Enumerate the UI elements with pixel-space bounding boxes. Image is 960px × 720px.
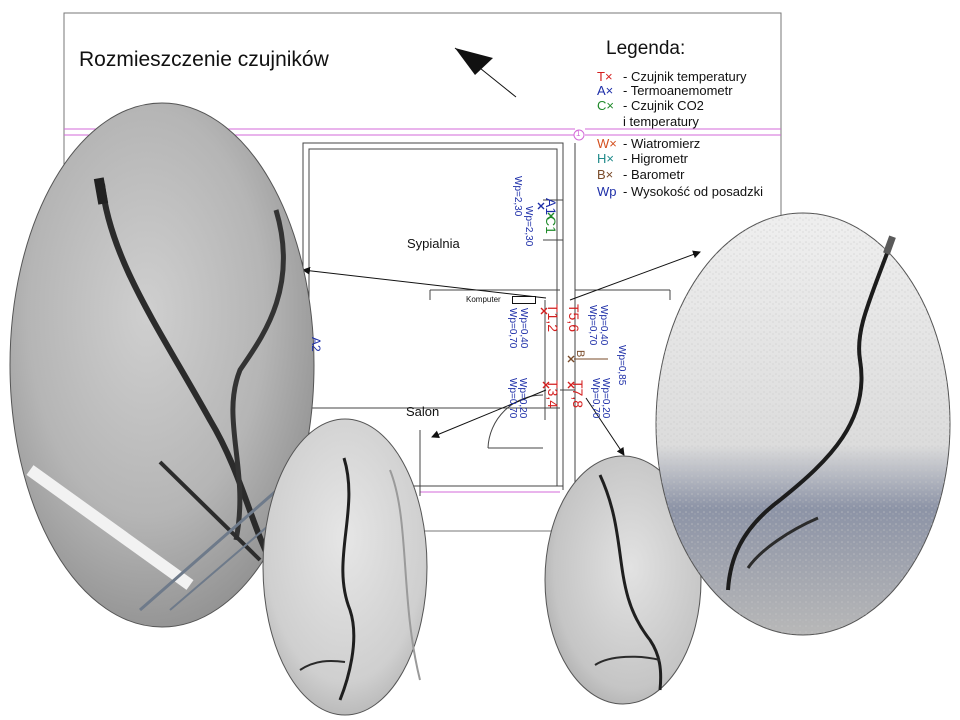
room-label-bedroom: Sypialnia [407,236,460,251]
legend-symbol: H× [597,151,614,166]
sensor-label-t12: T1,2 [545,304,561,333]
photo-sensor-cable-center [262,418,428,716]
sensor-label-t34: T3,4 [545,380,561,409]
axis-marker: 1 [576,129,581,138]
sensor-label-a1: A1 [543,198,559,216]
room-label-living: Salon [406,404,440,419]
photo-sensor-cable-right [655,212,951,636]
sensor-label-t56: T5,6 [566,304,582,333]
sensor-label-b: B [574,350,586,358]
height-label: Wp=0,20 [600,378,611,419]
diagram-title: Rozmieszczenie czujników [79,48,329,71]
legend-symbol: A× [597,83,614,98]
legend-symbol: B× [597,167,614,182]
computer-icon [512,296,536,304]
height-label: Wp=2,30 [523,206,534,247]
legend-symbol: W× [597,136,617,151]
legend-item: C× - Czujnik CO2 [597,99,704,112]
height-label: Wp=0,40 [598,305,609,346]
height-label: Wp=0,70 [507,378,518,419]
legend-item: Wp - Wysokość od posadzki [597,185,763,198]
sensor-label-t78: T7,8 [570,380,586,409]
photo-sensor-cable-bottom-right [544,455,702,705]
height-label: Wp=0,20 [517,378,528,419]
height-label: Wp=0,70 [590,378,601,419]
legend-item: H× - Higrometr [597,152,688,165]
legend-item: T× - Czujnik temperatury [597,70,747,83]
height-label: Wp=2,30 [512,176,523,217]
legend-symbol: T× [597,69,613,84]
height-label: Wp=0,70 [587,305,598,346]
legend-item: B× - Barometr [597,168,684,181]
north-arrow-icon [454,47,517,98]
legend-symbol: Wp [597,184,617,199]
legend-description: i temperatury [623,114,699,129]
computer-label: Komputer [466,295,501,304]
legend-description: - Barometr [623,167,685,182]
photo-sensor-cable-left [9,102,315,628]
sensor-label-c1: C1 [543,216,559,234]
legend-item: W× - Wiatromierz [597,137,700,150]
height-label: Wp=0,85 [616,345,627,386]
legend-description: - Czujnik temperatury [623,69,747,84]
legend-description: - Czujnik CO2 [623,98,704,113]
legend-item: A× - Termoanemometr [597,84,733,97]
legend-symbol: C× [597,98,614,113]
sensor-label-a2: A2 [309,337,323,352]
legend-item: i temperatury [597,115,699,128]
legend-description: - Termoanemometr [623,83,733,98]
height-label: Wp=0,40 [518,308,529,349]
legend-title: Legenda: [606,38,686,59]
legend-description: - Wiatromierz [623,136,701,151]
legend-description: - Higrometr [623,151,689,166]
legend-description: - Wysokość od posadzki [623,184,764,199]
height-label: Wp=0,70 [507,308,518,349]
